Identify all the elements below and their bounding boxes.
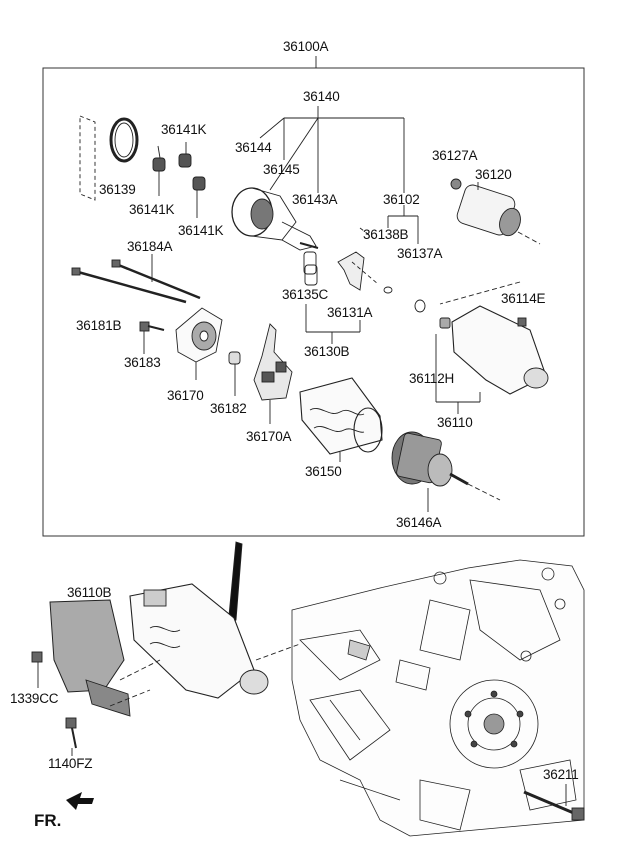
label-36143a: 36143A	[292, 192, 338, 207]
mounting-dash-lines	[109, 643, 301, 707]
through-bolts	[71, 254, 201, 304]
label-36138b: 36138B	[363, 227, 409, 242]
label-36139: 36139	[99, 182, 136, 197]
front-housing	[435, 281, 549, 414]
label-1339cc: 1339CC	[10, 691, 59, 706]
solenoid-switch	[450, 178, 541, 245]
assembly-frame	[42, 67, 585, 537]
direction-label: FR.	[34, 811, 62, 830]
shift-lever	[303, 227, 393, 344]
label-36145: 36145	[263, 162, 300, 177]
planetary-gear-housing	[231, 187, 319, 251]
heat-shield-cover	[49, 599, 131, 717]
label-36170a: 36170A	[246, 429, 292, 444]
bolt-1339cc	[31, 651, 43, 688]
screw-small	[139, 321, 165, 354]
label-36120: 36120	[475, 167, 512, 182]
label-36114e: 36114E	[501, 291, 546, 306]
label-36146a: 36146A	[396, 515, 442, 530]
label-36110b: 36110B	[67, 585, 112, 600]
label-36184a: 36184A	[127, 239, 173, 254]
label-36141k-top: 36141K	[161, 122, 207, 137]
label-36102: 36102	[383, 192, 420, 207]
label-36140: 36140	[303, 89, 340, 104]
wedge-pointer	[227, 541, 243, 627]
label-36144: 36144	[235, 140, 272, 155]
yoke-housing	[299, 377, 383, 462]
leader-36140	[259, 106, 405, 193]
fr-arrow-icon	[66, 792, 94, 810]
label-36131a: 36131A	[327, 305, 373, 320]
bushing	[228, 351, 241, 396]
starter-assembly	[129, 583, 269, 699]
leader-36102	[387, 205, 419, 244]
engine-bolt-36211	[523, 784, 585, 821]
engine-block	[291, 559, 585, 837]
clip-ring	[414, 299, 426, 313]
label-36135c: 36135C	[282, 287, 329, 302]
label-1140fz: 1140FZ	[48, 756, 93, 771]
bolt-1140fz	[65, 717, 77, 756]
label-36211: 36211	[543, 767, 579, 782]
label-36150: 36150	[305, 464, 342, 479]
bearing-set	[152, 142, 206, 218]
label-36170: 36170	[167, 388, 204, 403]
rear-end-frame	[175, 307, 223, 380]
label-36137a: 36137A	[397, 246, 443, 261]
armature	[391, 431, 501, 512]
label-36181b: 36181B	[76, 318, 122, 333]
label-36127a: 36127A	[432, 148, 478, 163]
label-36130b: 36130B	[304, 344, 350, 359]
label-36112h: 36112H	[409, 371, 455, 386]
label-36141k-mid: 36141K	[129, 202, 175, 217]
label-36183: 36183	[124, 355, 161, 370]
label-36141k-bottom: 36141K	[178, 223, 224, 238]
seal-ring	[79, 115, 139, 201]
label-36182: 36182	[210, 401, 247, 416]
brush-holder	[253, 323, 293, 424]
label-36100a: 36100A	[283, 39, 329, 54]
label-36110: 36110	[437, 415, 473, 430]
